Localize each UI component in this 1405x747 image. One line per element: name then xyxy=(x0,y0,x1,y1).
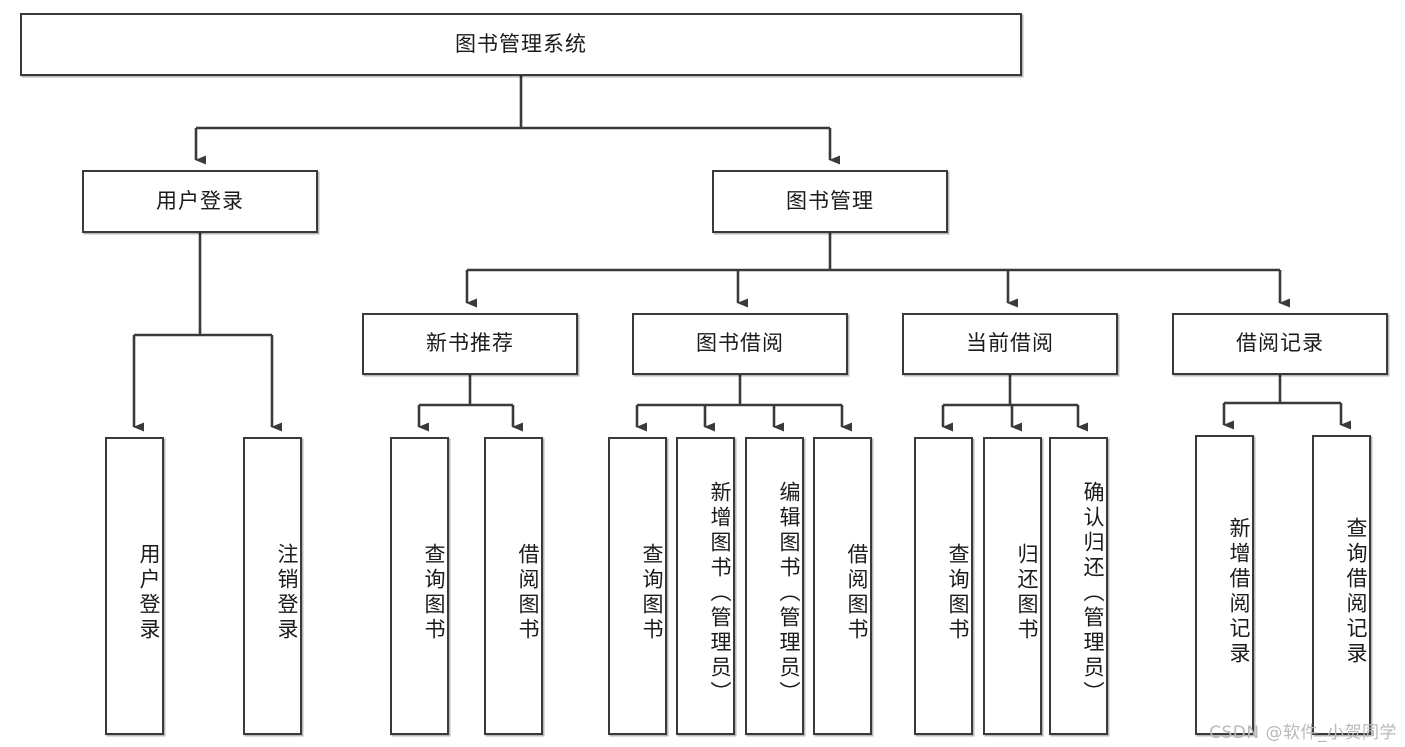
node-label: 借阅图书 xyxy=(845,543,869,643)
node-label: 新增图书（管理员） xyxy=(708,480,732,706)
node-label: 图书管理 xyxy=(786,188,874,213)
node-label: 确认归还（管理员） xyxy=(1081,480,1105,706)
leaf-return-books[interactable]: 归还图书 xyxy=(983,437,1042,735)
node-current-borrowing[interactable]: 当前借阅 xyxy=(902,313,1118,375)
node-label: 用户登录 xyxy=(156,188,244,213)
node-label: 新增借阅记录 xyxy=(1227,517,1251,667)
node-label: 图书管理系统 xyxy=(455,31,587,56)
node-label: 借阅图书 xyxy=(516,543,540,643)
node-label: 借阅记录 xyxy=(1236,331,1324,356)
node-label: 新书推荐 xyxy=(426,331,514,356)
node-label: 查询图书 xyxy=(946,543,970,643)
leaf-add-book-admin[interactable]: 新增图书（管理员） xyxy=(676,437,735,735)
node-label: 查询图书 xyxy=(422,543,446,643)
leaf-logout[interactable]: 注销登录 xyxy=(243,437,302,735)
node-label: 编辑图书（管理员） xyxy=(777,480,801,706)
node-label: 当前借阅 xyxy=(966,331,1054,356)
leaf-query-books-borrow[interactable]: 查询图书 xyxy=(608,437,667,735)
node-borrowing-records[interactable]: 借阅记录 xyxy=(1172,313,1388,375)
watermark: CSDN @软件_小贺同学 xyxy=(1209,723,1397,743)
node-new-book-recommendation[interactable]: 新书推荐 xyxy=(362,313,578,375)
leaf-query-books-recommend[interactable]: 查询图书 xyxy=(390,437,449,735)
node-label: 查询图书 xyxy=(640,543,664,643)
node-label: 注销登录 xyxy=(275,543,299,643)
leaf-edit-book-admin[interactable]: 编辑图书（管理员） xyxy=(745,437,804,735)
leaf-confirm-return-admin[interactable]: 确认归还（管理员） xyxy=(1049,437,1108,735)
leaf-add-borrow-record[interactable]: 新增借阅记录 xyxy=(1195,435,1254,735)
node-label: 用户登录 xyxy=(137,543,161,643)
leaf-user-login[interactable]: 用户登录 xyxy=(105,437,164,735)
node-label: 查询借阅记录 xyxy=(1344,517,1368,667)
node-book-management-system[interactable]: 图书管理系统 xyxy=(20,13,1022,76)
leaf-query-books-current[interactable]: 查询图书 xyxy=(914,437,973,735)
node-label: 归还图书 xyxy=(1015,543,1039,643)
leaf-borrow-books[interactable]: 借阅图书 xyxy=(813,437,872,735)
node-book-borrowing[interactable]: 图书借阅 xyxy=(632,313,848,375)
leaf-query-borrow-record[interactable]: 查询借阅记录 xyxy=(1312,435,1371,735)
node-user-login[interactable]: 用户登录 xyxy=(82,170,318,233)
leaf-borrow-books-recommend[interactable]: 借阅图书 xyxy=(484,437,543,735)
node-label: 图书借阅 xyxy=(696,331,784,356)
node-book-management[interactable]: 图书管理 xyxy=(712,170,948,233)
